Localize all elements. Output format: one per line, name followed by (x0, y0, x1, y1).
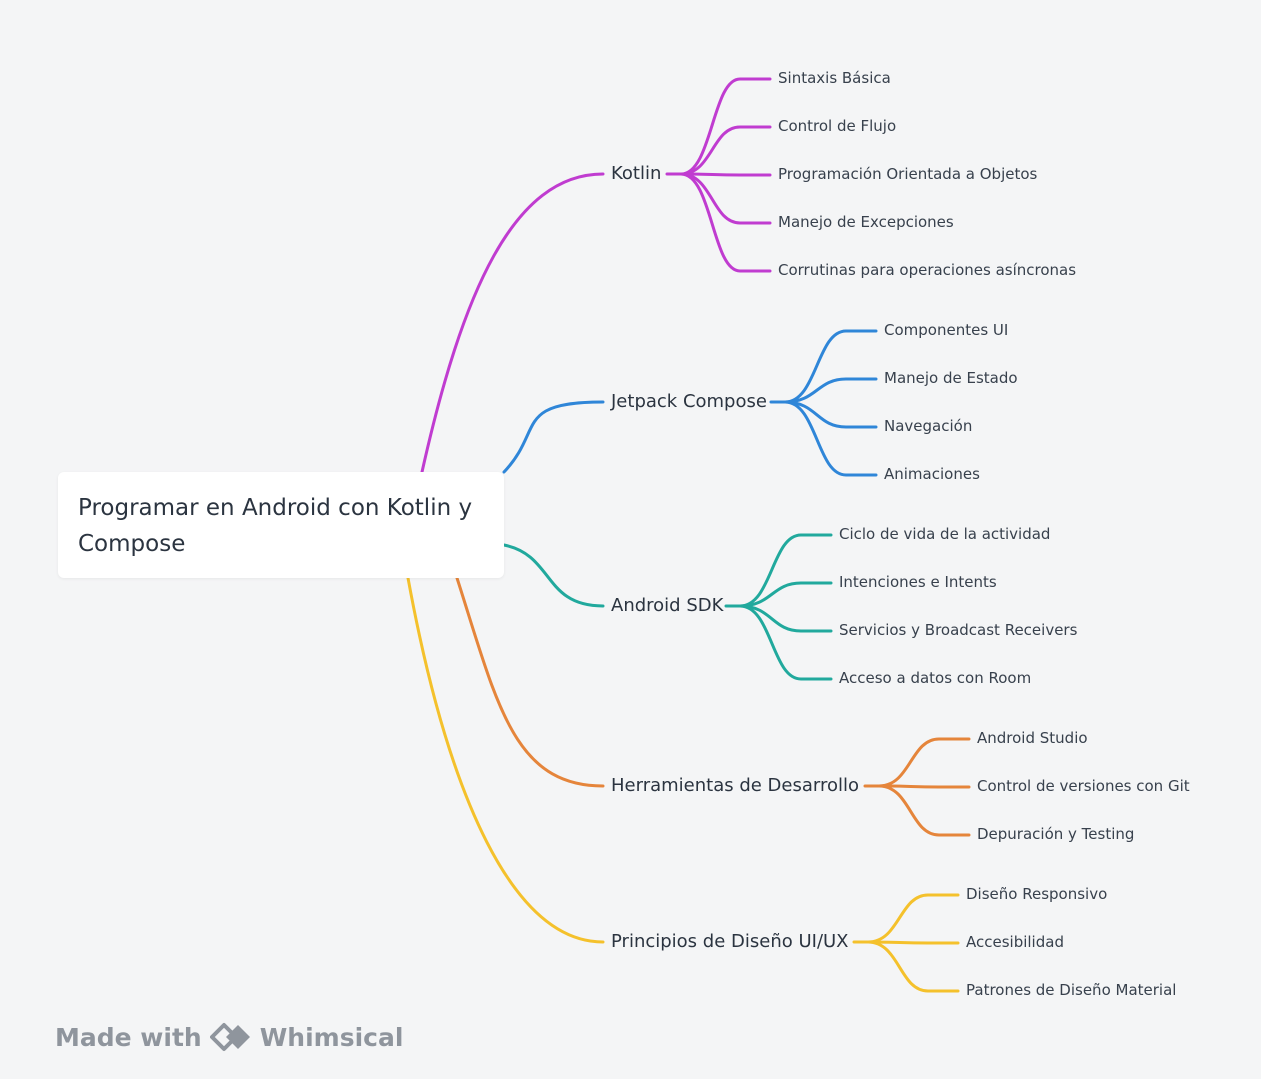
leaf-node-herramientas-de-desarrollo-1[interactable]: Control de versiones con Git (977, 777, 1190, 795)
branch-node-principios-de-diseno-ui-ux[interactable]: Principios de Diseño UI/UX (611, 931, 849, 952)
leaf-node-jetpack-compose-3[interactable]: Animaciones (884, 465, 980, 483)
connector-android-sdk-leaf-3 (738, 604, 833, 681)
connector-principios-de-diseno-ui-ux-leaf-0 (866, 893, 960, 944)
connector-principios-de-diseno-ui-ux-leaf-1 (866, 940, 960, 945)
connector-herramientas-de-desarrollo-leaf-0 (877, 737, 971, 788)
leaf-node-kotlin-2[interactable]: Programación Orientada a Objetos (778, 165, 1038, 183)
branch-node-jetpack-compose[interactable]: Jetpack Compose (611, 391, 767, 412)
leaf-node-android-sdk-2[interactable]: Servicios y Broadcast Receivers (839, 621, 1078, 639)
leaf-node-herramientas-de-desarrollo-0[interactable]: Android Studio (977, 729, 1088, 747)
connector-jetpack-compose-leaf-0 (783, 329, 878, 404)
connector-herramientas-de-desarrollo-leaf-1 (877, 784, 971, 789)
connector-android-sdk-leaf-0 (738, 533, 833, 608)
connector-principios-de-diseno-ui-ux-leaf-2 (866, 940, 960, 993)
connector-android-sdk-leaf-1 (738, 581, 833, 608)
leaf-node-jetpack-compose-1[interactable]: Manejo de Estado (884, 369, 1018, 387)
connector-kotlin-leaf-2 (679, 172, 772, 177)
leaf-node-kotlin-3[interactable]: Manejo de Excepciones (778, 213, 954, 231)
leaf-node-principios-de-diseno-ui-ux-0[interactable]: Diseño Responsivo (966, 885, 1108, 903)
made-with-whimsical-badge[interactable]: Made with Whimsical (55, 1019, 403, 1055)
whimsical-logo-icon (209, 1023, 250, 1051)
root-node-title: Programar en Android con Kotlin y Compos… (78, 495, 473, 557)
connector-kotlin-leaf-0 (679, 77, 772, 176)
connector-kotlin-leaf-1 (679, 125, 772, 176)
leaf-node-herramientas-de-desarrollo-2[interactable]: Depuración y Testing (977, 825, 1135, 843)
leaf-node-kotlin-0[interactable]: Sintaxis Básica (778, 69, 891, 87)
connector-root-herramientas-de-desarrollo (455, 576, 605, 788)
leaf-node-kotlin-4[interactable]: Corrutinas para operaciones asíncronas (778, 261, 1077, 279)
connector-jetpack-compose-leaf-1 (783, 377, 878, 404)
leaf-node-kotlin-1[interactable]: Control de Flujo (778, 117, 897, 135)
leaf-node-jetpack-compose-2[interactable]: Navegación (884, 417, 973, 435)
leaf-node-android-sdk-3[interactable]: Acceso a datos con Room (839, 669, 1032, 687)
branch-node-android-sdk[interactable]: Android SDK (611, 595, 724, 616)
leaf-node-principios-de-diseno-ui-ux-1[interactable]: Accesibilidad (966, 933, 1064, 951)
connector-kotlin-leaf-4 (679, 172, 772, 273)
root-node[interactable]: Programar en Android con Kotlin y Compos… (58, 472, 504, 578)
whimsical-brand-label: Whimsical (259, 1022, 404, 1052)
connector-root-kotlin (420, 172, 605, 474)
leaf-node-android-sdk-1[interactable]: Intenciones e Intents (839, 573, 997, 591)
connector-root-jetpack-compose (502, 400, 605, 474)
leaf-node-principios-de-diseno-ui-ux-2[interactable]: Patrones de Diseño Material (966, 981, 1177, 999)
branch-node-herramientas-de-desarrollo[interactable]: Herramientas de Desarrollo (611, 775, 860, 796)
connector-root-principios-de-diseno-ui-ux (406, 576, 605, 944)
connector-jetpack-compose-leaf-3 (783, 400, 878, 477)
connector-herramientas-de-desarrollo-leaf-2 (877, 784, 971, 837)
made-with-label: Made with (55, 1022, 202, 1052)
leaf-node-android-sdk-0[interactable]: Ciclo de vida de la actividad (839, 525, 1051, 543)
branch-node-kotlin[interactable]: Kotlin (611, 163, 662, 184)
leaf-node-jetpack-compose-0[interactable]: Componentes UI (884, 321, 1009, 339)
connector-root-android-sdk (502, 543, 605, 608)
